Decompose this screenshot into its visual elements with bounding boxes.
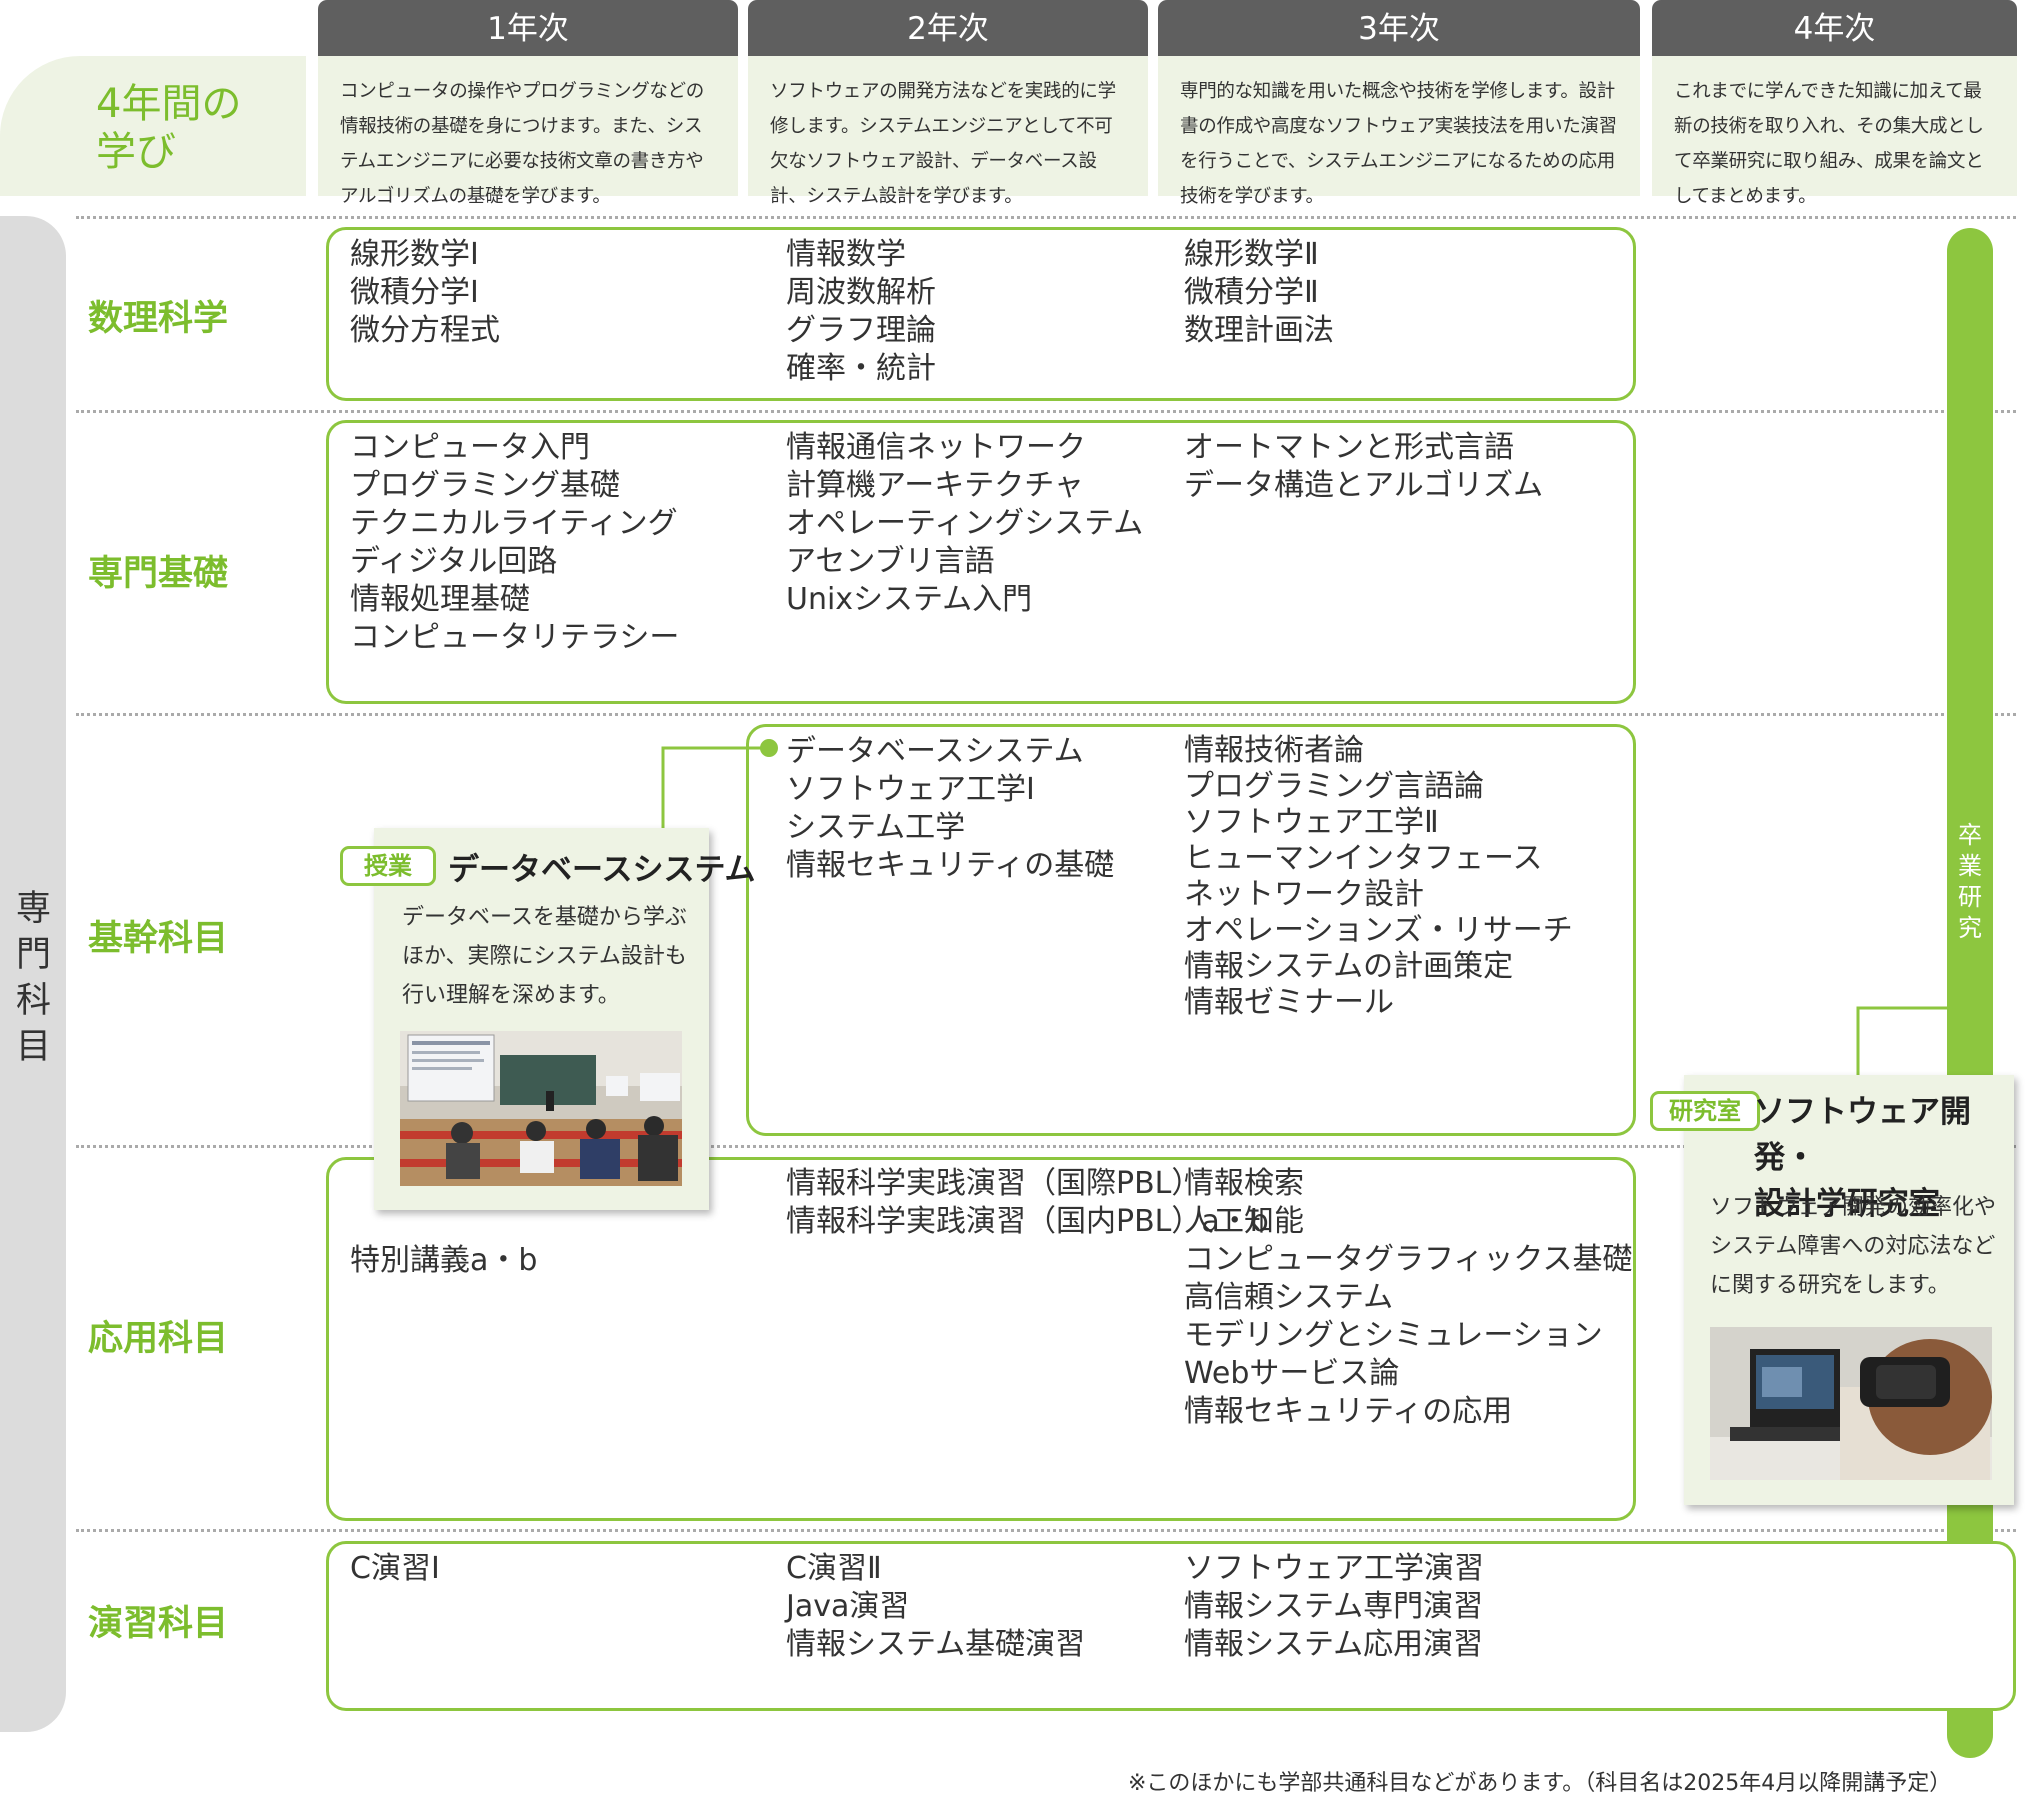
- intro-panel: [0, 56, 306, 196]
- practice-box: [326, 1541, 2016, 1711]
- classroom-photo: [400, 1031, 682, 1186]
- class-tag: 授業: [340, 846, 436, 886]
- core-box: [746, 724, 1636, 1136]
- footnote: ※このほかにも学部共通科目などがあります。（科目名は2025年4月以降開講予定）: [1128, 1771, 1952, 1796]
- class-card-title: データベースシステム: [448, 852, 756, 888]
- category-practice: 演習科目: [88, 1604, 229, 1644]
- class-connector: [661, 746, 766, 828]
- divider: [76, 216, 2016, 219]
- specialized-subjects-bar: [0, 216, 66, 1732]
- core-year2: データベースシステム ソフトウェア工学Ⅰ システム工学 情報セキュリティの基礎: [786, 734, 1115, 883]
- lab-photo: [1710, 1327, 1992, 1480]
- divider: [76, 1145, 2016, 1148]
- year-4-description: これまでに学んできた知識に加えて最新の技術を取り入れ、その集大成として卒業研究に…: [1652, 56, 2017, 207]
- class-card-description: データベースを基礎から学ぶほか、実際にシステム設計も行い理解を深めます。: [402, 905, 687, 1008]
- lab-card: 研究室 ソフトウェア開発・ 設計学研究室 ソフトウェア開発の効率化やシステム障害…: [1650, 1075, 2014, 1505]
- applied-year1: 特別講義a・b: [350, 1243, 538, 1278]
- applied-year3: 情報検索 人工知能 コンピュータグラフィックス基礎 高信頼システム モデリングと…: [1184, 1166, 1633, 1429]
- class-card: 授業 データベースシステム データベースを基礎から学ぶほか、実際にシステム設計も…: [340, 828, 756, 1210]
- basic-year2: 情報通信ネットワーク 計算機アーキテクチャ オペレーティングシステム アセンブリ…: [786, 430, 1144, 617]
- math-year3: 線形数学Ⅱ 微積分学Ⅱ 数理計画法: [1184, 237, 1334, 348]
- year-3-description: 専門的な知識を用いた概念や技術を学修します。設計書の作成や高度なソフトウェア実装…: [1158, 56, 1640, 207]
- year-2-header: 2年次: [748, 0, 1148, 56]
- year-1-description: コンピュータの操作やプログラミングなどの情報技術の基礎を身につけます。また、シス…: [318, 56, 738, 207]
- basic-year3: オートマトンと形式言語 データ構造とアルゴリズム: [1184, 430, 1544, 503]
- specialized-subjects-label: 専門科目: [16, 889, 52, 1067]
- category-core: 基幹科目: [88, 919, 229, 959]
- class-connector-dot: [760, 739, 778, 757]
- applied-year2: 情報科学実践演習（国際PBL） 情報科学実践演習（国内PBL）a・b: [786, 1166, 1269, 1239]
- basic-year1: コンピュータ入門 プログラミング基礎 テクニカルライティング ディジタル回路 情…: [350, 430, 680, 655]
- year-1-header: 1年次: [318, 0, 738, 56]
- lab-connector: [1856, 1006, 1947, 1075]
- core-year3: 情報技術者論 プログラミング言語論 ソフトウェア工学Ⅱ ヒューマンインタフェース…: [1184, 733, 1573, 1020]
- category-basic: 専門基礎: [88, 554, 229, 594]
- basic-box: [326, 420, 1636, 704]
- math-box: [326, 227, 1636, 401]
- practice-year3: ソフトウェア工学演習 情報システム専門演習 情報システム応用演習: [1184, 1551, 1484, 1662]
- year-3-header: 3年次: [1158, 0, 1640, 56]
- year-2-description: ソフトウェアの開発方法などを実践的に学修します。システムエンジニアとして不可欠な…: [748, 56, 1148, 207]
- applied-box: [326, 1157, 1636, 1521]
- category-math: 数理科学: [88, 299, 229, 339]
- math-year2: 情報数学 周波数解析 グラフ理論 確率・統計: [786, 237, 936, 386]
- practice-year2: C演習Ⅱ Java演習 情報システム基礎演習: [786, 1551, 1086, 1662]
- divider: [76, 410, 2016, 413]
- math-year1: 線形数学Ⅰ 微積分学Ⅰ 微分方程式: [350, 237, 500, 348]
- divider: [76, 1529, 2016, 1532]
- lab-card-title: ソフトウェア開発・ 設計学研究室: [1754, 1094, 1971, 1222]
- intro-label: 4年間の学び: [96, 81, 242, 175]
- divider: [76, 713, 2016, 716]
- lab-card-description: ソフトウェア開発の効率化やシステム障害への対応法などに関する研究をします。: [1710, 1195, 1997, 1298]
- practice-year1: C演習Ⅰ: [350, 1551, 440, 1586]
- lab-tag: 研究室: [1650, 1091, 1760, 1131]
- graduation-research-label: 卒業研究: [1958, 821, 1982, 942]
- category-applied: 応用科目: [88, 1319, 229, 1359]
- year-4-header: 4年次: [1652, 0, 2017, 56]
